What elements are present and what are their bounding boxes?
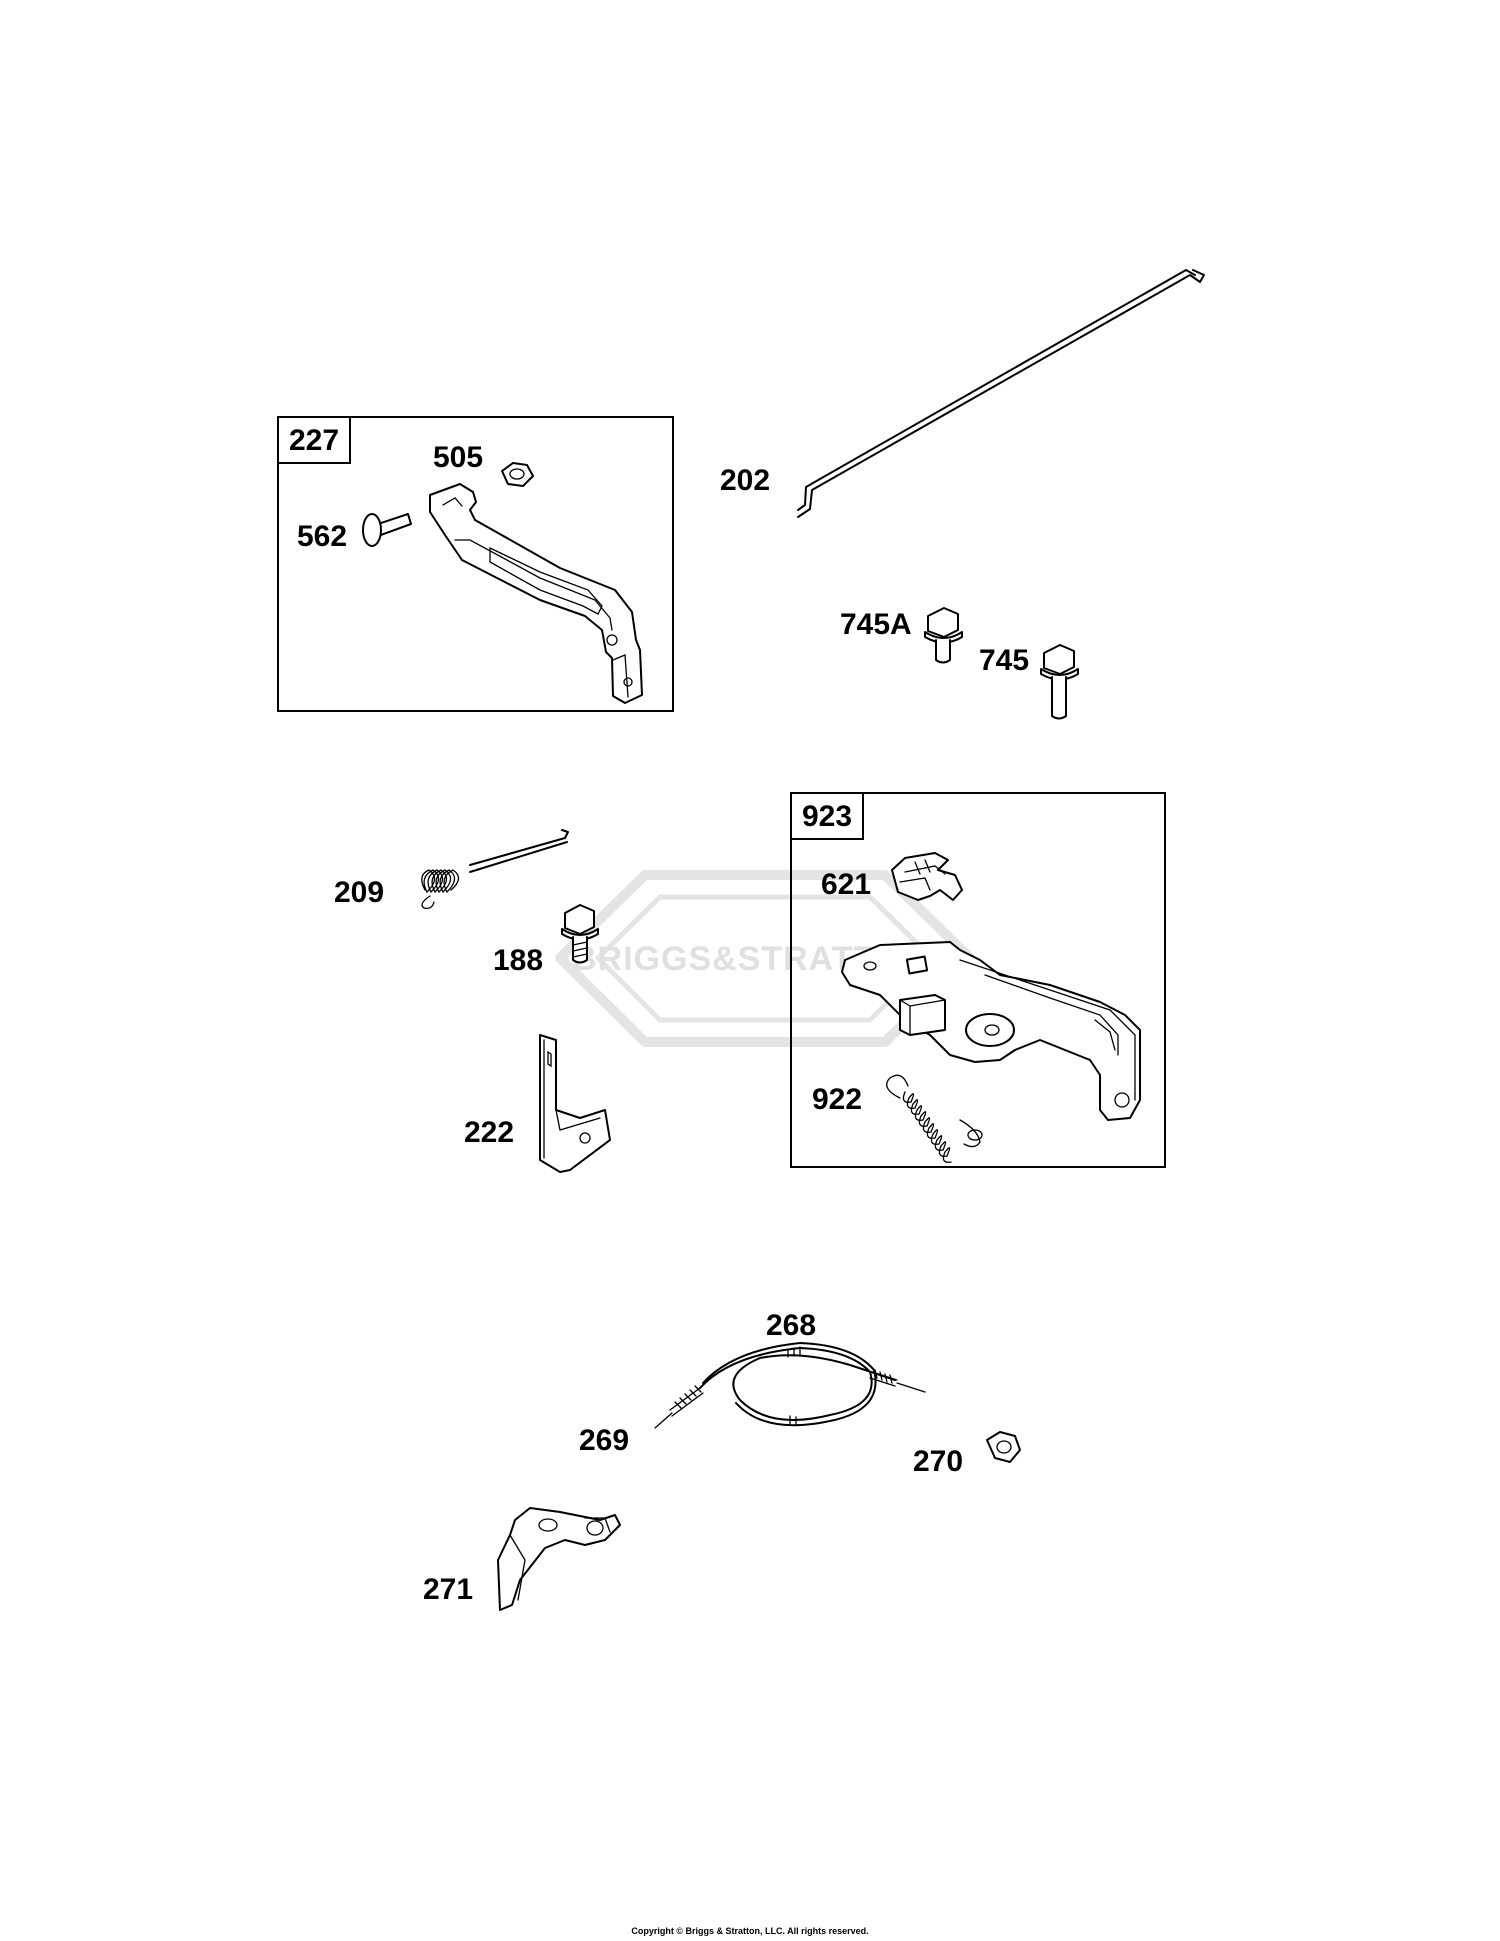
hex-nut-icon [986,1431,1021,1463]
kit-227-box: 227 [277,416,674,712]
callout-621[interactable]: 621 [821,868,872,901]
callout-745A[interactable]: 745A [840,608,912,641]
callout-271[interactable]: 271 [423,1573,474,1606]
cable-clip-icon [891,852,963,901]
callout-222[interactable]: 222 [464,1116,515,1149]
callout-202[interactable]: 202 [720,464,771,497]
governor-link-rod-icon [797,269,1205,518]
extension-spring-icon [886,1074,983,1163]
flange-bolt-icon [924,607,963,664]
bracket-plate-icon [539,1034,611,1173]
callout-562[interactable]: 562 [297,520,348,553]
callout-268[interactable]: 268 [766,1309,817,1342]
callout-209[interactable]: 209 [334,876,385,909]
kit-923-tag[interactable]: 923 [792,794,865,840]
callout-270[interactable]: 270 [913,1445,964,1478]
lever-clamp-icon [497,1507,621,1611]
speed-lever-icon [429,483,643,704]
control-cable-icon [654,1342,926,1429]
copyright-footer: Copyright © Briggs & Stratton, LLC. All … [631,1926,869,1936]
callout-505[interactable]: 505 [433,441,484,474]
callout-745[interactable]: 745 [979,644,1030,677]
callout-922[interactable]: 922 [812,1083,863,1116]
clevis-pin-icon [362,513,412,547]
callout-269[interactable]: 269 [579,1424,630,1457]
flange-bolt-icon [1040,644,1079,720]
link-spring-icon [421,829,569,910]
flange-bolt-icon [561,904,599,964]
control-bracket-icon [841,941,1141,1121]
kit-227-tag[interactable]: 227 [279,418,352,464]
callout-188[interactable]: 188 [493,944,544,977]
kit-923-box: 923 [790,792,1166,1168]
hex-nut-icon [501,462,534,487]
